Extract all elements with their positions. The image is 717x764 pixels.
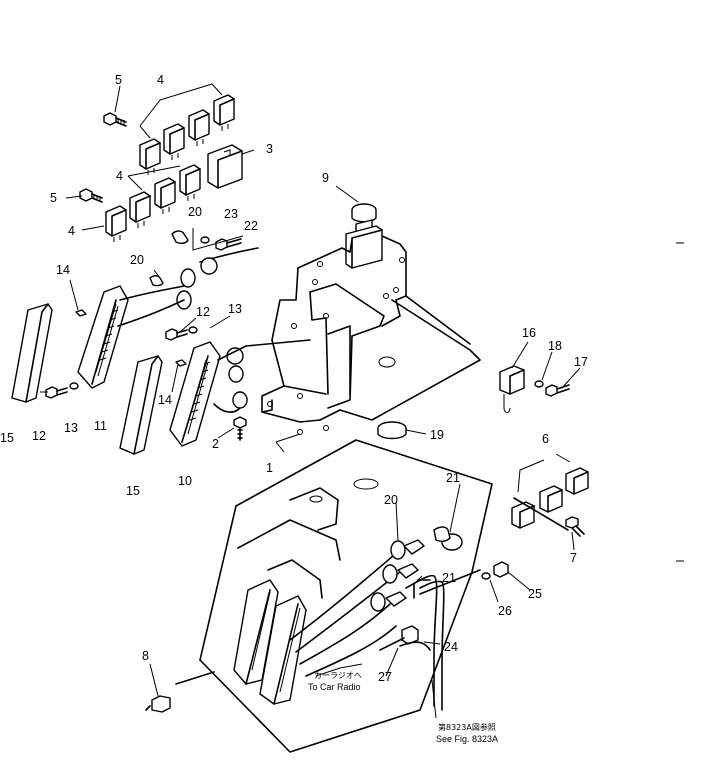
relay bbox=[179, 164, 201, 201]
callout-9: 9 bbox=[322, 171, 329, 185]
connector-block-10 bbox=[169, 339, 311, 447]
cover-15-left bbox=[11, 303, 53, 403]
callout-6: 6 bbox=[542, 432, 549, 446]
callout-21: 21 bbox=[446, 471, 460, 485]
reference-notes: カーラジオへ To Car Radio 第8323A図参照 See Fig. 8… bbox=[308, 671, 498, 744]
callout-20: 20 bbox=[130, 253, 144, 267]
relay bbox=[105, 205, 127, 242]
callout-26: 26 bbox=[498, 604, 512, 618]
callout-5: 5 bbox=[115, 73, 122, 87]
edge-mark bbox=[676, 242, 684, 562]
callout-25: 25 bbox=[528, 587, 542, 601]
callout-16: 16 bbox=[522, 326, 536, 340]
callout-4: 4 bbox=[157, 73, 164, 87]
callout-21: 21 bbox=[442, 571, 456, 585]
relay bbox=[163, 123, 185, 160]
relay bbox=[188, 109, 210, 146]
see-fig-note-jp: 第8323A図参照 bbox=[438, 722, 496, 732]
callout-12: 12 bbox=[32, 429, 46, 443]
callout-18: 18 bbox=[548, 339, 562, 353]
callout-24: 24 bbox=[444, 640, 458, 654]
relay bbox=[154, 177, 176, 214]
callout-14: 14 bbox=[158, 393, 172, 407]
callout-4: 4 bbox=[68, 224, 75, 238]
callout-8: 8 bbox=[142, 649, 149, 663]
callout-20: 20 bbox=[384, 493, 398, 507]
switch-16 bbox=[499, 365, 570, 413]
callout-2: 2 bbox=[212, 437, 219, 451]
callout-4: 4 bbox=[116, 169, 123, 183]
callout-7: 7 bbox=[570, 551, 577, 565]
small-hardware bbox=[45, 309, 247, 441]
callout-labels: 5 4 3 4 5 4 9 20 23 22 20 14 13 12 16 18… bbox=[0, 73, 588, 684]
relay-group-lower bbox=[105, 164, 201, 242]
callout-3: 3 bbox=[266, 142, 273, 156]
callout-12: 12 bbox=[196, 305, 210, 319]
callout-20: 20 bbox=[188, 205, 202, 219]
callout-13: 13 bbox=[64, 421, 78, 435]
leader-lines bbox=[40, 85, 581, 719]
callout-5: 5 bbox=[50, 191, 57, 205]
mounting-bracket bbox=[271, 203, 481, 421]
callout-17: 17 bbox=[574, 355, 588, 369]
callout-15: 15 bbox=[0, 431, 14, 445]
callout-19: 19 bbox=[430, 428, 444, 442]
cap-19 bbox=[353, 421, 407, 490]
car-radio-note-en: To Car Radio bbox=[308, 682, 361, 692]
callout-11: 11 bbox=[94, 419, 107, 433]
callout-10: 10 bbox=[178, 474, 192, 488]
screw bbox=[103, 112, 127, 127]
callout-13: 13 bbox=[228, 302, 242, 316]
clamp-screw-group bbox=[171, 228, 244, 251]
callout-1: 1 bbox=[266, 461, 273, 475]
cab-panel-assembly bbox=[145, 439, 509, 753]
see-fig-note-en: See Fig. 8323A bbox=[436, 734, 498, 744]
callout-14: 14 bbox=[56, 263, 70, 277]
car-radio-note-jp: カーラジオへ bbox=[314, 671, 362, 680]
callout-23: 23 bbox=[224, 207, 238, 221]
relay bbox=[129, 191, 151, 228]
cover-15-right bbox=[119, 355, 163, 455]
connector-block-11 bbox=[77, 285, 185, 389]
relay-large bbox=[207, 144, 243, 189]
relay bbox=[139, 138, 161, 175]
callout-22: 22 bbox=[244, 219, 258, 233]
cable-connector-upper bbox=[149, 247, 259, 310]
screw bbox=[79, 188, 103, 203]
bracket-frame bbox=[261, 283, 385, 453]
relay-group-upper bbox=[139, 83, 235, 175]
relay-group-right bbox=[511, 453, 589, 537]
callout-15: 15 bbox=[126, 484, 140, 498]
relay bbox=[213, 94, 235, 131]
callout-27: 27 bbox=[378, 670, 392, 684]
